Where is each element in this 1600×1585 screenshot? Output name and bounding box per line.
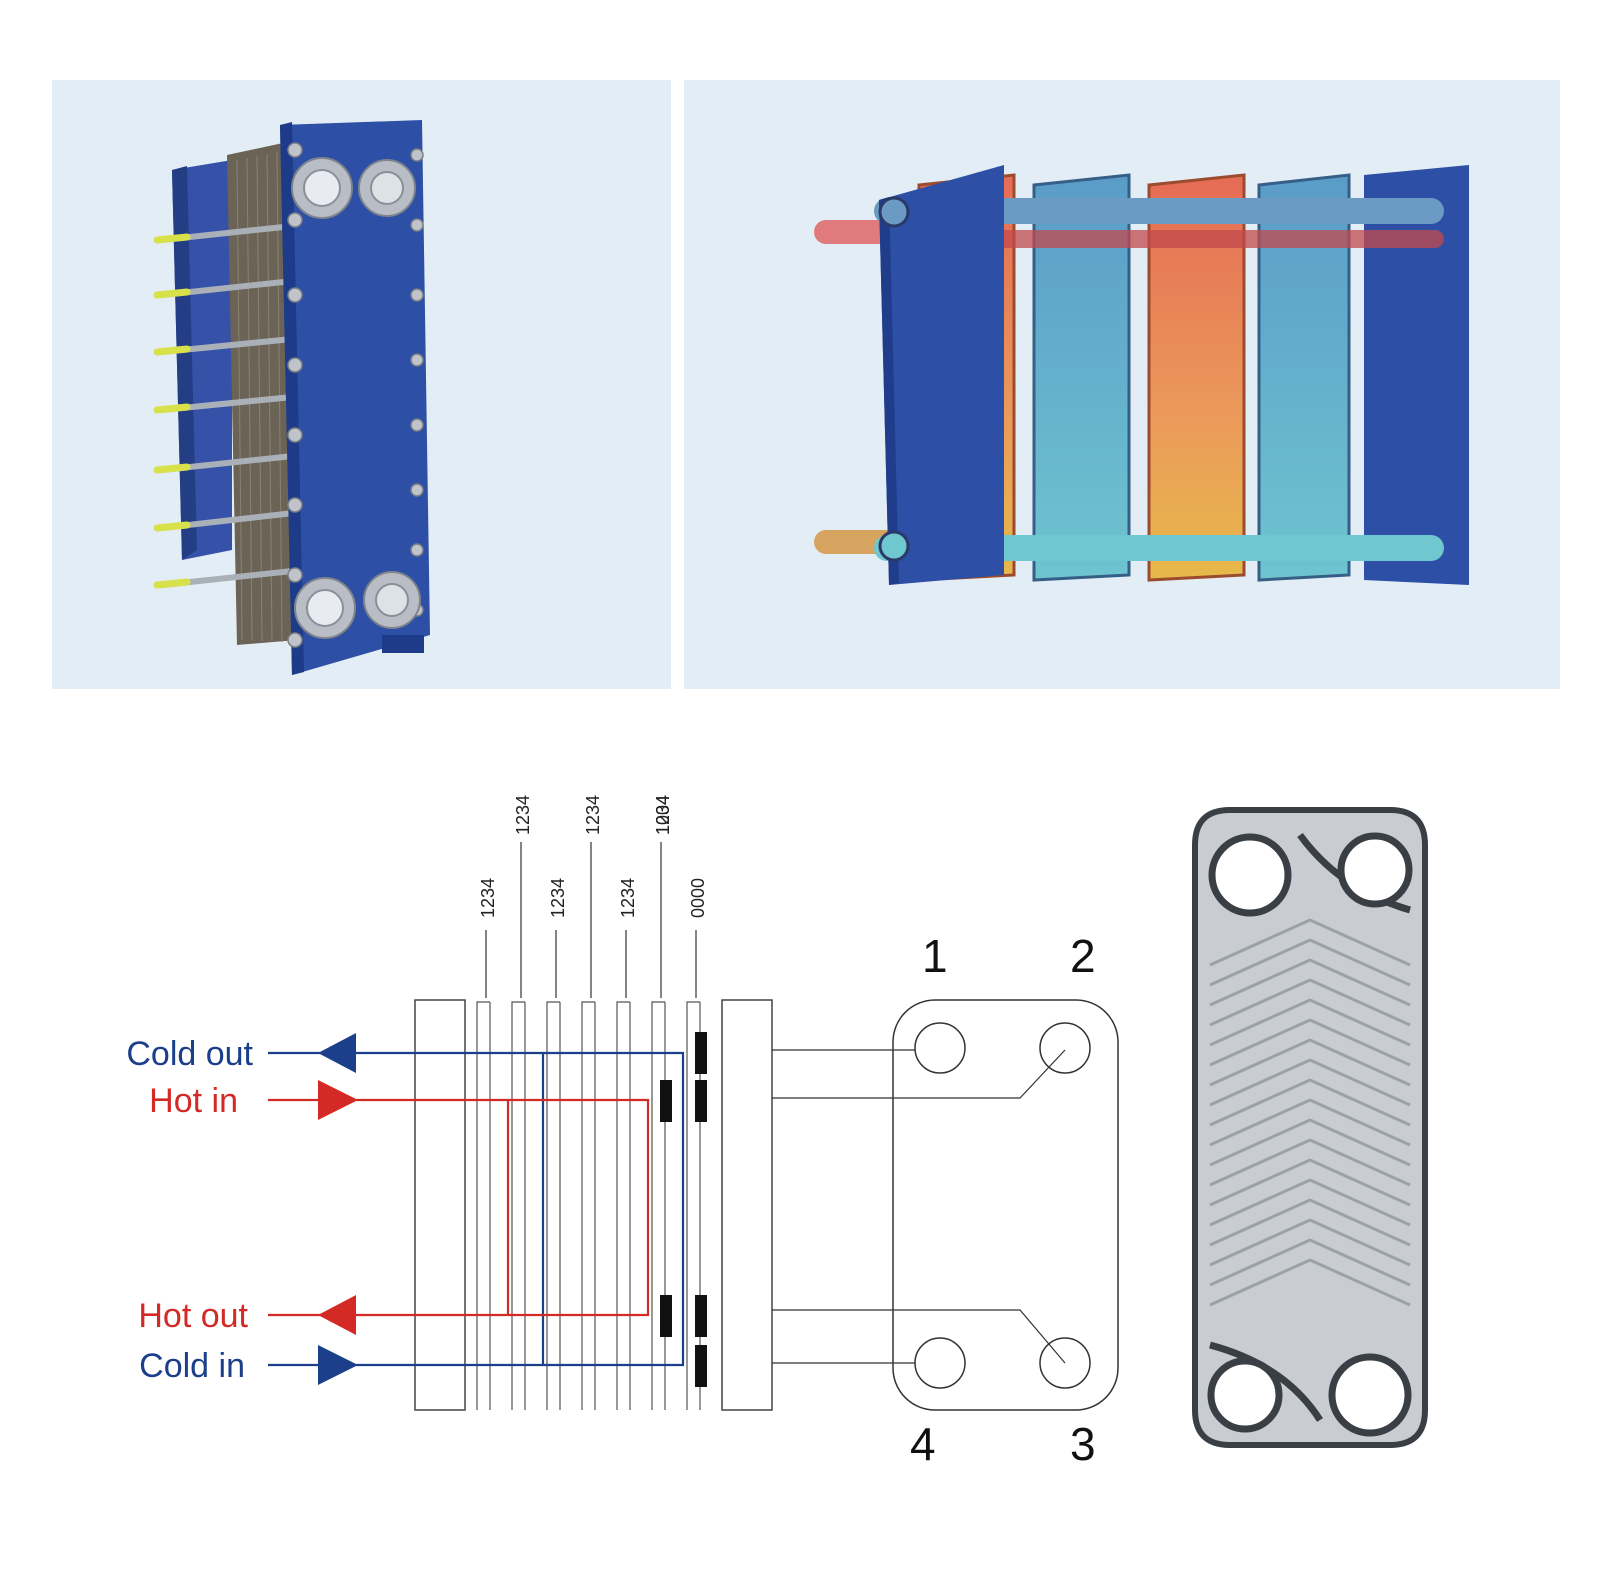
fixed-frame-plate [414,999,466,1411]
cold-flow-path [268,1051,685,1367]
exploded-plate-stack-icon [814,165,1469,585]
port-number-4: 4 [910,1418,936,1470]
plate-code-upper-4: 1004 [653,795,673,835]
plate-code-lower-4: 0000 [688,878,708,918]
hot-in-label: Hot in [149,1082,238,1120]
assembled-exchanger-panel [52,80,671,689]
plate-code-lower-1: 1234 [478,878,498,918]
cold-in-arrow-icon [318,1345,358,1385]
exploded-stack-panel [684,80,1560,689]
plate-code-upper-3: 1234 [653,795,673,835]
port-2-icon [1039,1022,1091,1074]
port-number-2: 2 [1070,930,1096,982]
cold-out-label: Cold out [126,1035,253,1073]
plate-code-lower-2: 1234 [548,878,568,918]
port-1-icon [914,1022,966,1074]
hot-out-label: Hot out [138,1297,248,1335]
hot-flow-path [268,1098,650,1317]
cold-out-arrow-icon [318,1033,356,1073]
hot-out-arrow-icon [318,1295,356,1335]
gasketed-plate-icon [1192,807,1428,1448]
plate-code-lower-3: 1234 [618,878,638,918]
plate-outline [892,999,1119,1411]
pressure-plate [721,999,773,1411]
plate-code-upper-2: 1234 [583,795,603,835]
cold-in-label: Cold in [139,1347,245,1385]
plate-stack [476,1001,701,1410]
port-number-1: 1 [922,930,948,982]
plate-code-upper-1: 1234 [513,795,533,835]
port-4-icon [914,1337,966,1389]
heat-exchanger-assembly-icon [153,120,430,675]
hot-in-arrow-icon [318,1080,358,1120]
port-3-icon [1039,1337,1091,1389]
port-number-3: 3 [1070,1418,1096,1470]
flow-schematic: 1234 1234 1234 1234 1234 1234 0000 [0,780,1600,1585]
